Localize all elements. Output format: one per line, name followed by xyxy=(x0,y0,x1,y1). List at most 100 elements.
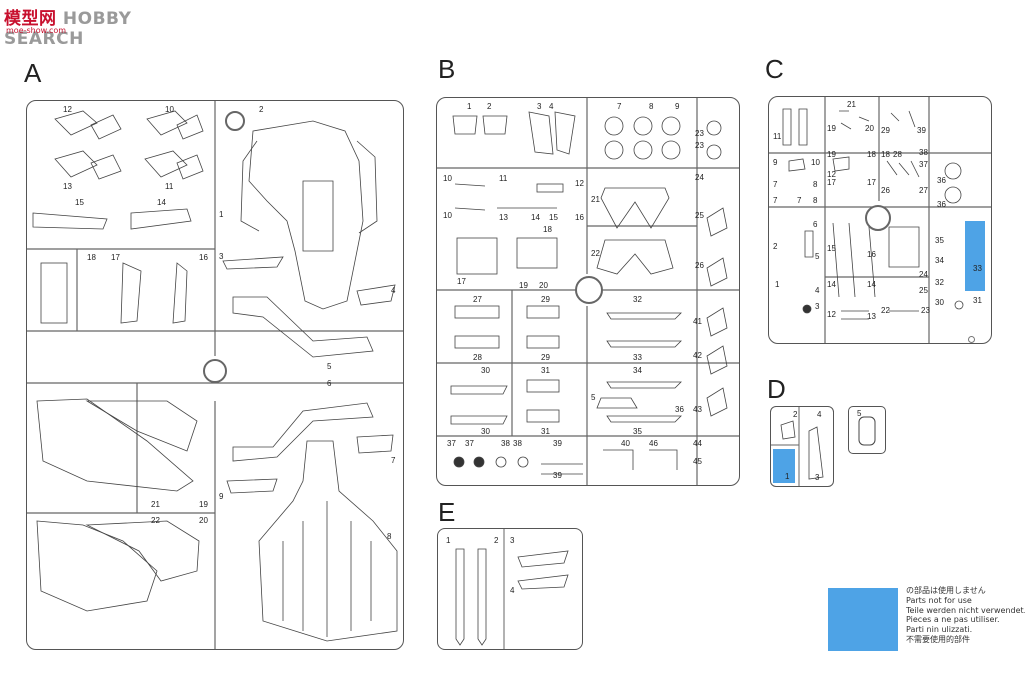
label-a-22: 22 xyxy=(151,516,160,525)
label-d-4: 4 xyxy=(817,410,822,419)
label-b-38b: 38 xyxy=(513,439,522,448)
label-a-2: 2 xyxy=(259,105,264,114)
label-b-36: 36 xyxy=(675,405,684,414)
label-c-13: 13 xyxy=(867,312,876,321)
legend-line-de: Teile werden nicht verwendet. xyxy=(906,605,1025,615)
label-b-14: 14 xyxy=(531,213,540,222)
legend-line-ja: の部品は使用しません xyxy=(906,586,986,595)
section-letter-b: B xyxy=(438,54,456,84)
label-c-9: 9 xyxy=(773,158,778,167)
label-b-23a: 23 xyxy=(695,129,704,138)
label-b-24: 24 xyxy=(695,173,704,182)
label-c-18b: 18 xyxy=(881,150,890,159)
label-c-10: 10 xyxy=(811,158,820,167)
label-b-2: 2 xyxy=(487,102,492,111)
label-c-17: 17 xyxy=(827,178,836,187)
label-b-10b: 10 xyxy=(443,211,452,220)
section-letter-a: A xyxy=(24,58,42,88)
section-letter-d: D xyxy=(767,374,786,404)
sprue-e-drawing xyxy=(455,529,569,649)
label-b-5: 5 xyxy=(591,393,596,402)
label-b-7: 7 xyxy=(617,102,622,111)
sprue-d-drawing xyxy=(771,407,824,486)
section-letter-e: E xyxy=(438,497,456,527)
label-b-19: 19 xyxy=(519,281,528,290)
label-b-31b: 31 xyxy=(541,427,550,436)
label-b-30b: 30 xyxy=(481,427,490,436)
label-b-1: 1 xyxy=(467,102,472,111)
label-c-7b: 7 xyxy=(773,196,778,205)
unused-part-33 xyxy=(965,221,985,291)
label-c-23: 23 xyxy=(921,306,930,315)
label-b-32: 32 xyxy=(633,295,642,304)
label-a-13: 13 xyxy=(63,182,72,191)
label-b-34: 34 xyxy=(633,366,642,375)
label-c-7c: 7 xyxy=(797,196,802,205)
label-b-22: 22 xyxy=(591,249,600,258)
label-c-39: 39 xyxy=(917,126,926,135)
label-c-19b: 19 xyxy=(827,150,836,159)
label-d-3: 3 xyxy=(815,473,820,482)
label-d-5: 5 xyxy=(857,409,862,418)
label-a-11: 11 xyxy=(165,182,174,191)
label-e-2: 2 xyxy=(494,536,499,545)
label-a-16: 16 xyxy=(199,253,208,262)
label-b-13: 13 xyxy=(499,213,508,222)
label-c-30: 30 xyxy=(935,298,944,307)
unused-parts-swatch xyxy=(828,588,898,651)
label-c-5: 5 xyxy=(815,252,820,261)
label-a-14: 14 xyxy=(157,198,166,207)
sprue-c: 21 11 19 20 39 29 19 18 18 28 38 9 10 37… xyxy=(768,96,992,344)
label-b-17: 17 xyxy=(457,277,466,286)
label-c-31: 31 xyxy=(973,296,982,305)
label-c-17b: 17 xyxy=(867,178,876,187)
label-b-27: 27 xyxy=(473,295,482,304)
label-e-4: 4 xyxy=(510,586,515,595)
label-b-9: 9 xyxy=(675,102,680,111)
legend-line-fr: Pieces a ne pas utiliser. xyxy=(906,615,1000,625)
label-b-35: 35 xyxy=(633,427,642,436)
label-c-19: 19 xyxy=(827,124,836,133)
label-c-36b: 36 xyxy=(937,200,946,209)
label-b-42: 42 xyxy=(693,351,702,360)
label-b-29b: 29 xyxy=(541,353,550,362)
label-c-7: 7 xyxy=(773,180,778,189)
label-c-15: 15 xyxy=(827,244,836,253)
label-a-7: 7 xyxy=(391,456,396,465)
label-c-27: 27 xyxy=(919,186,928,195)
label-a-20: 20 xyxy=(199,516,208,525)
label-c-34: 34 xyxy=(935,256,944,265)
sprue-a: 12 10 2 13 11 15 14 1 3 18 17 16 4 5 6 7… xyxy=(26,100,404,650)
label-a-3: 3 xyxy=(219,252,224,261)
legend-line-it: Parti nin ulizzati. xyxy=(906,625,973,635)
label-b-21: 21 xyxy=(591,195,600,204)
label-c-32: 32 xyxy=(935,278,944,287)
label-a-21: 21 xyxy=(151,500,160,509)
sprue-c-corner-mark xyxy=(968,336,975,343)
label-b-39: 39 xyxy=(553,439,562,448)
sprue-b-drawing xyxy=(437,98,739,485)
label-b-41: 41 xyxy=(693,317,702,326)
label-b-37a: 37 xyxy=(447,439,456,448)
label-b-15: 15 xyxy=(549,213,558,222)
label-b-25: 25 xyxy=(695,211,704,220)
label-e-3: 3 xyxy=(510,536,515,545)
part-d5-drawing xyxy=(858,416,876,446)
label-a-15: 15 xyxy=(75,198,84,207)
label-c-37: 37 xyxy=(919,160,928,169)
label-a-17: 17 xyxy=(111,253,120,262)
label-c-20: 20 xyxy=(865,124,874,133)
sprue-gate-ring xyxy=(203,359,227,383)
logo-url: moe-show.com xyxy=(6,26,67,35)
sprue-a-drawing xyxy=(27,101,403,649)
label-b-43: 43 xyxy=(693,405,702,414)
label-c-38: 38 xyxy=(919,148,928,157)
label-c-14b: 14 xyxy=(867,280,876,289)
label-a-6: 6 xyxy=(327,379,332,388)
label-b-11: 11 xyxy=(499,174,508,183)
label-c-16: 16 xyxy=(867,250,876,259)
label-a-19: 19 xyxy=(199,500,208,509)
label-a-9: 9 xyxy=(219,492,224,501)
sprue-b: 1 2 3 4 7 8 9 23 23 10 11 12 10 13 14 15… xyxy=(436,97,740,486)
site-logo[interactable]: 模型网 HOBBY SEARCH moe-show.com xyxy=(4,4,164,49)
